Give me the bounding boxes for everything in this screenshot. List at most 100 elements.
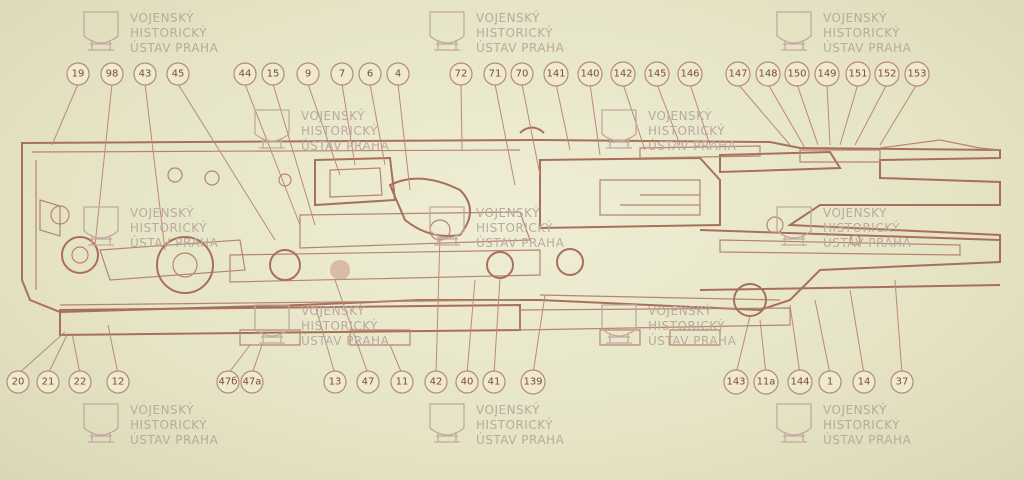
military-history-institute-crest-icon bbox=[429, 403, 465, 443]
callout-label: 19 bbox=[66, 62, 90, 86]
svg-text:HISTORICKÝ: HISTORICKÝ bbox=[648, 318, 725, 333]
military-history-institute-crest-icon bbox=[83, 206, 119, 246]
callout-label: 70 bbox=[510, 62, 534, 86]
callout-label: 1 bbox=[818, 370, 842, 394]
svg-text:149: 149 bbox=[817, 69, 836, 80]
callout-label: 140 bbox=[577, 61, 603, 87]
callout-label: 146 bbox=[677, 61, 703, 87]
svg-text:7: 7 bbox=[339, 69, 345, 80]
svg-text:ÚSTAV PRAHA: ÚSTAV PRAHA bbox=[476, 432, 565, 447]
svg-text:147: 147 bbox=[728, 69, 747, 80]
svg-text:37: 37 bbox=[896, 377, 909, 388]
svg-text:HISTORICKÝ: HISTORICKÝ bbox=[476, 25, 553, 40]
svg-text:VOJENSKÝ: VOJENSKÝ bbox=[823, 205, 887, 220]
svg-text:VOJENSKÝ: VOJENSKÝ bbox=[476, 402, 540, 417]
svg-text:ÚSTAV PRAHA: ÚSTAV PRAHA bbox=[648, 138, 737, 153]
watermark-tile: VOJENSKÝ HISTORICKÝ ÚSTAV PRAHA bbox=[83, 402, 219, 447]
svg-text:19: 19 bbox=[72, 69, 85, 80]
callout-label: 141 bbox=[543, 61, 569, 87]
military-history-institute-crest-icon bbox=[601, 109, 637, 149]
watermark-tile: VOJENSKÝ HISTORICKÝ ÚSTAV PRAHA bbox=[601, 303, 736, 348]
callout-label: 6 bbox=[358, 62, 382, 86]
svg-text:ÚSTAV PRAHA: ÚSTAV PRAHA bbox=[476, 40, 565, 55]
callout-label: 41 bbox=[482, 370, 506, 394]
svg-text:40: 40 bbox=[461, 377, 474, 388]
svg-text:11а: 11а bbox=[757, 377, 776, 388]
callout-label: 144 bbox=[787, 369, 813, 395]
military-history-institute-crest-icon bbox=[429, 11, 465, 51]
svg-text:14: 14 bbox=[858, 377, 871, 388]
callout-label: 152 bbox=[874, 61, 900, 87]
svg-text:47б: 47б bbox=[219, 377, 238, 388]
svg-text:ÚSTAV PRAHA: ÚSTAV PRAHA bbox=[823, 40, 912, 55]
callout-label: 40 bbox=[455, 370, 479, 394]
svg-text:144: 144 bbox=[790, 377, 809, 388]
callout-label: 151 bbox=[845, 61, 871, 87]
svg-text:HISTORICKÝ: HISTORICKÝ bbox=[823, 220, 900, 235]
callout-label: 44 bbox=[233, 62, 257, 86]
callout-label: 15 bbox=[261, 62, 285, 86]
svg-text:12: 12 bbox=[112, 377, 125, 388]
svg-text:HISTORICKÝ: HISTORICKÝ bbox=[476, 220, 553, 235]
callout-label: 139 bbox=[520, 369, 546, 395]
callout-label: 20 bbox=[6, 370, 30, 394]
watermark-tile: VOJENSKÝ HISTORICKÝ ÚSTAV PRAHA bbox=[83, 205, 219, 250]
callout-label: 45 bbox=[166, 62, 190, 86]
bottom-callouts: 20 21 22 12 47б 47а 13 47 11 42 40 41 13… bbox=[6, 369, 914, 395]
svg-text:ÚSTAV PRAHA: ÚSTAV PRAHA bbox=[301, 138, 390, 153]
svg-text:152: 152 bbox=[877, 69, 896, 80]
callout-label: 42 bbox=[424, 370, 448, 394]
svg-text:98: 98 bbox=[106, 69, 119, 80]
bottom-leader-lines bbox=[17, 234, 903, 375]
svg-text:142: 142 bbox=[613, 69, 632, 80]
svg-text:47: 47 bbox=[362, 377, 375, 388]
svg-text:71: 71 bbox=[489, 69, 502, 80]
watermark-tile: VOJENSKÝ HISTORICKÝ ÚSTAV PRAHA bbox=[776, 402, 912, 447]
watermark-tile: VOJENSKÝ HISTORICKÝ ÚSTAV PRAHA bbox=[429, 10, 565, 55]
svg-text:21: 21 bbox=[42, 377, 55, 388]
svg-text:44: 44 bbox=[239, 69, 252, 80]
svg-text:ÚSTAV PRAHA: ÚSTAV PRAHA bbox=[130, 235, 219, 250]
svg-text:20: 20 bbox=[12, 377, 25, 388]
svg-text:15: 15 bbox=[267, 69, 280, 80]
callout-label: 4 bbox=[386, 62, 410, 86]
watermark-tile: VOJENSKÝ HISTORICKÝ ÚSTAV PRAHA bbox=[776, 10, 912, 55]
svg-text:HISTORICKÝ: HISTORICKÝ bbox=[476, 417, 553, 432]
callout-label: 7 bbox=[330, 62, 354, 86]
svg-text:146: 146 bbox=[680, 69, 699, 80]
svg-text:HISTORICKÝ: HISTORICKÝ bbox=[301, 318, 378, 333]
callout-label: 21 bbox=[36, 370, 60, 394]
svg-text:HISTORICKÝ: HISTORICKÝ bbox=[130, 25, 207, 40]
callout-label: 150 bbox=[784, 61, 810, 87]
svg-text:141: 141 bbox=[546, 69, 565, 80]
svg-text:ÚSTAV PRAHA: ÚSTAV PRAHA bbox=[476, 235, 565, 250]
svg-text:11: 11 bbox=[396, 377, 409, 388]
watermark-tile: VOJENSKÝ HISTORICKÝ ÚSTAV PRAHA bbox=[254, 108, 390, 153]
svg-text:9: 9 bbox=[305, 69, 311, 80]
svg-text:72: 72 bbox=[455, 69, 468, 80]
svg-text:VOJENSKÝ: VOJENSKÝ bbox=[476, 205, 540, 220]
callout-label: 37 bbox=[890, 370, 914, 394]
svg-text:ÚSTAV PRAHA: ÚSTAV PRAHA bbox=[823, 432, 912, 447]
callout-label: 147 bbox=[725, 61, 751, 87]
svg-text:22: 22 bbox=[74, 377, 87, 388]
callout-label: 143 bbox=[723, 369, 749, 395]
svg-text:153: 153 bbox=[907, 69, 926, 80]
watermark-tile: VOJENSKÝ HISTORICKÝ ÚSTAV PRAHA bbox=[254, 303, 389, 348]
svg-text:VOJENSKÝ: VOJENSKÝ bbox=[823, 402, 887, 417]
callout-label: 47б bbox=[216, 370, 240, 394]
svg-text:VOJENSKÝ: VOJENSKÝ bbox=[130, 402, 194, 417]
svg-text:42: 42 bbox=[430, 377, 443, 388]
watermark-tile: VOJENSKÝ HISTORICKÝ ÚSTAV PRAHA bbox=[429, 205, 565, 250]
military-history-institute-crest-icon bbox=[776, 11, 812, 51]
svg-text:ÚSTAV PRAHA: ÚSTAV PRAHA bbox=[130, 432, 219, 447]
svg-text:151: 151 bbox=[848, 69, 867, 80]
svg-text:VOJENSKÝ: VOJENSKÝ bbox=[301, 303, 365, 318]
callout-label: 11а bbox=[753, 369, 779, 395]
svg-text:150: 150 bbox=[787, 69, 806, 80]
callout-label: 142 bbox=[610, 61, 636, 87]
callout-label: 145 bbox=[644, 61, 670, 87]
svg-text:47а: 47а bbox=[243, 377, 262, 388]
callout-label: 148 bbox=[755, 61, 781, 87]
watermark-tile: VOJENSKÝ HISTORICKÝ ÚSTAV PRAHA bbox=[83, 10, 218, 55]
